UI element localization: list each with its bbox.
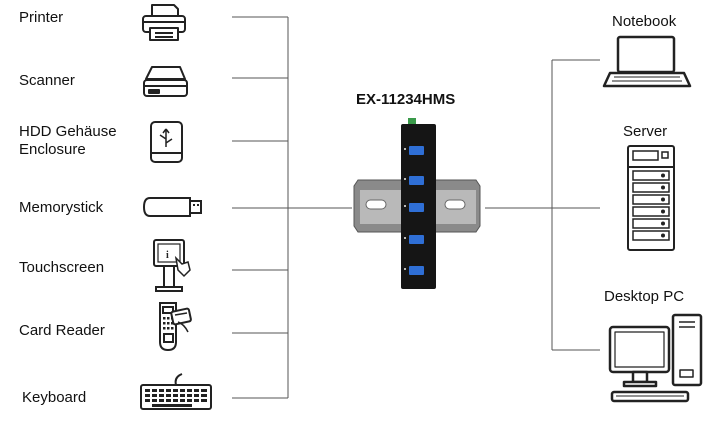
connector-lines-left: [232, 16, 352, 399]
usb-stick-icon: [142, 197, 202, 217]
scanner-icon: [143, 66, 188, 97]
notebook-icon: [602, 35, 692, 88]
label-keyboard: Keyboard: [22, 389, 87, 406]
card-reader-icon: [159, 302, 192, 352]
printer-icon: [142, 4, 186, 41]
keyboard-icon: [140, 373, 212, 410]
label-hdd-enclosure-line1: HDD Gehäuse: [19, 123, 117, 140]
label-memorystick: Memorystick: [19, 199, 104, 216]
hub-port: [409, 146, 424, 155]
hub-port: [409, 235, 424, 244]
svg-text:i: i: [166, 250, 169, 261]
touchscreen-kiosk-icon: i: [153, 239, 191, 292]
label-notebook: Notebook: [612, 13, 677, 30]
hdd-enclosure-icon: [150, 121, 183, 163]
label-touchscreen: Touchscreen: [19, 259, 105, 276]
hub-model-title: EX-11234HMS: [356, 91, 456, 108]
label-hdd-enclosure-line2: Enclosure: [19, 141, 86, 158]
hub-port: [409, 266, 424, 275]
hub-port: [409, 203, 424, 212]
label-scanner: Scanner: [19, 72, 75, 89]
connector-lines-right: [485, 59, 600, 351]
label-desktop-pc: Desktop PC: [604, 288, 685, 305]
label-server: Server: [623, 123, 668, 140]
server-icon: [627, 145, 675, 251]
hub-port: [409, 176, 424, 185]
label-card-reader: Card Reader: [19, 322, 105, 339]
terminal-block: [408, 118, 416, 126]
label-printer: Printer: [19, 9, 64, 26]
desktop-pc-icon: [608, 313, 703, 403]
usb-hub-device: [401, 118, 436, 289]
